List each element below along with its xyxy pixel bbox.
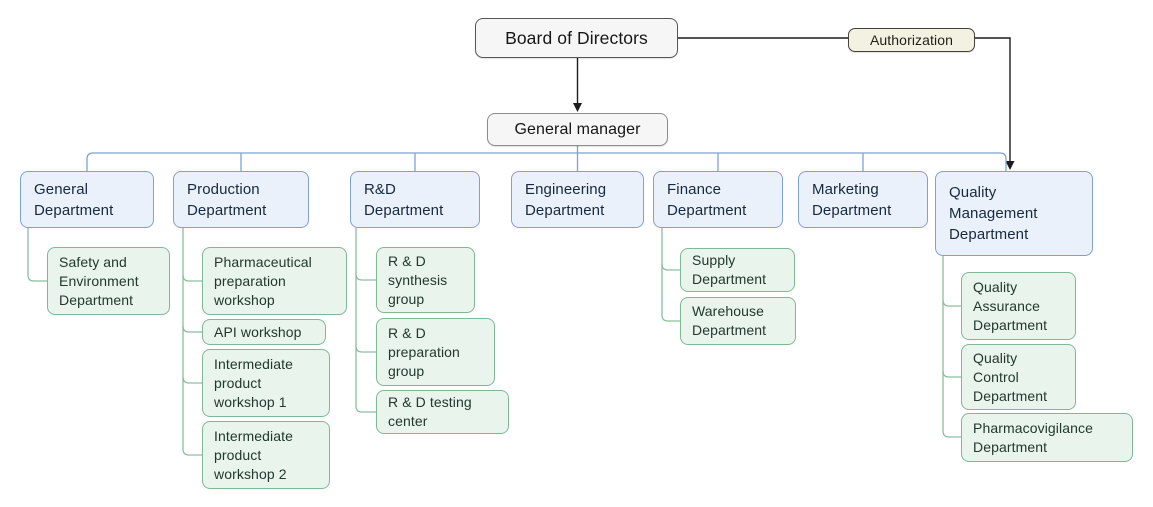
sub-rd-testing-center: R & D testing center — [376, 390, 509, 434]
dept-quality-management: Quality Management Department — [935, 171, 1093, 256]
edge-authorization-quality — [975, 37, 1011, 161]
sub-rd-preparation-group: R & D preparation group — [376, 318, 495, 386]
node-board-of-directors: Board of Directors — [475, 18, 678, 58]
tree-quality-branch-2 — [942, 370, 961, 378]
tree-finance-branch-1 — [661, 263, 680, 271]
tree-rnd-branch-1 — [355, 273, 376, 281]
sub-quality-assurance: Quality Assurance Department — [961, 272, 1076, 340]
dept-rnd: R&D Department — [350, 171, 480, 228]
node-authorization: Authorization — [848, 28, 975, 52]
tree-rnd-branch-2 — [355, 345, 376, 353]
dept-marketing: Marketing Department — [798, 171, 928, 228]
tree-finance-spine — [661, 228, 680, 322]
sub-supply-department: Supply Department — [680, 248, 795, 292]
sub-rd-synthesis-group: R & D synthesis group — [376, 247, 475, 313]
tree-rnd-spine — [355, 228, 376, 413]
dept-finance: Finance Department — [653, 171, 783, 228]
dept-engineering: Engineering Department — [511, 171, 644, 228]
sub-intermediate-product-workshop-1: Intermediate product workshop 1 — [202, 349, 330, 417]
arrowhead-board-general-manager — [573, 103, 582, 112]
sub-quality-control: Quality Control Department — [961, 344, 1076, 410]
tree-production-spine — [182, 228, 202, 456]
dept-production: Production Department — [173, 171, 309, 228]
tree-production-branch-2 — [182, 325, 202, 333]
sub-safety-environment: Safety and Environment Department — [47, 247, 170, 315]
sub-api-workshop: API workshop — [202, 319, 326, 345]
tree-production-branch-3 — [182, 376, 202, 384]
edge-manager-rail — [86, 152, 1007, 171]
tree-quality-branch-1 — [942, 299, 961, 307]
sub-pharmacovigilance: Pharmacovigilance Department — [961, 413, 1133, 462]
sub-warehouse-department: Warehouse Department — [680, 297, 796, 345]
sub-intermediate-product-workshop-2: Intermediate product workshop 2 — [202, 421, 330, 489]
arrowhead-authorization-quality — [1005, 161, 1015, 170]
node-general-manager: General manager — [487, 113, 668, 146]
dept-general: General Department — [20, 171, 154, 228]
sub-pharmaceutical-preparation-workshop: Pharmaceutical preparation workshop — [202, 247, 347, 315]
tree-general — [27, 228, 47, 282]
tree-production-branch-1 — [182, 274, 202, 282]
tree-quality-spine — [942, 256, 961, 438]
